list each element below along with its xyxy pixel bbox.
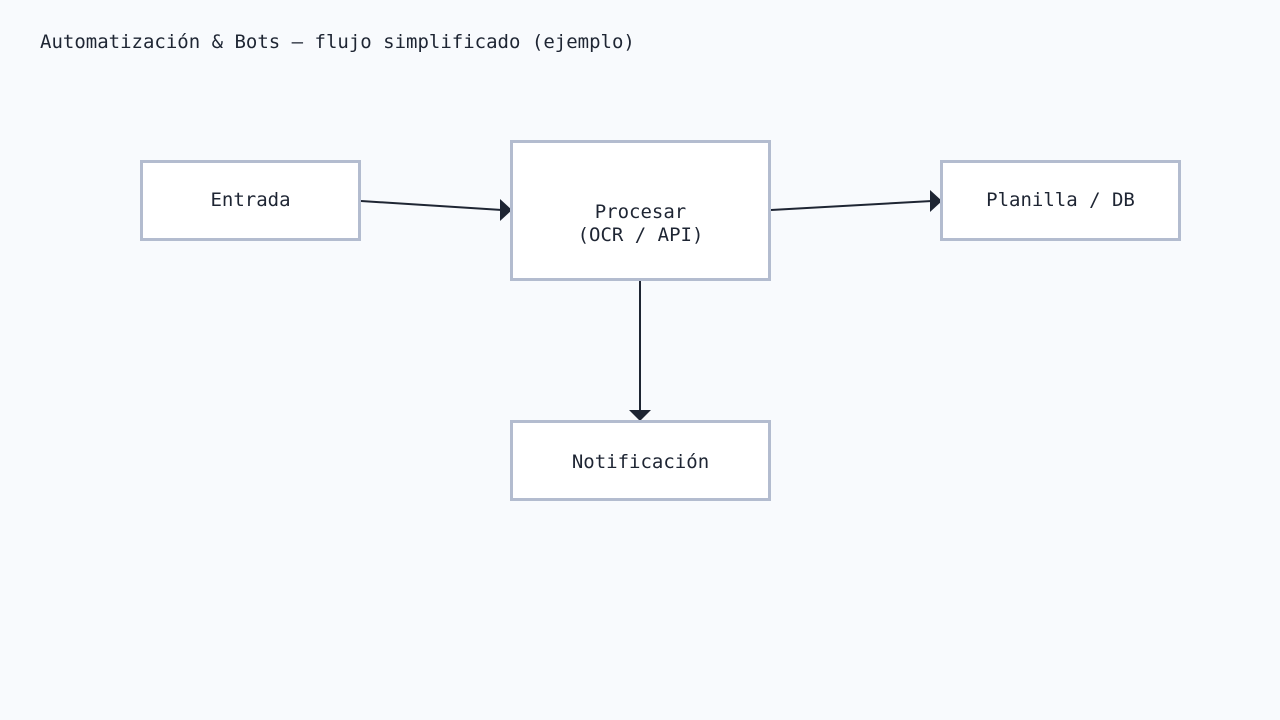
node-entrada: Entrada [140, 160, 361, 241]
node-notificacion-label: Notificación [571, 451, 710, 473]
node-notificacion: Notificación [510, 420, 771, 501]
node-entrada-label: Entrada [210, 189, 291, 211]
node-planilla-db-label: Planilla / DB [986, 189, 1135, 211]
node-procesar-label: Procesar (OCR / API) [577, 200, 704, 246]
arrow-procesar-to-planilla [770, 200, 933, 211]
diagram-title: Automatización & Bots — flujo simplifica… [40, 31, 635, 53]
node-planilla-db: Planilla / DB [940, 160, 1181, 241]
node-procesar: Procesar (OCR / API) [510, 140, 771, 281]
arrow-entrada-to-procesar [360, 200, 503, 211]
